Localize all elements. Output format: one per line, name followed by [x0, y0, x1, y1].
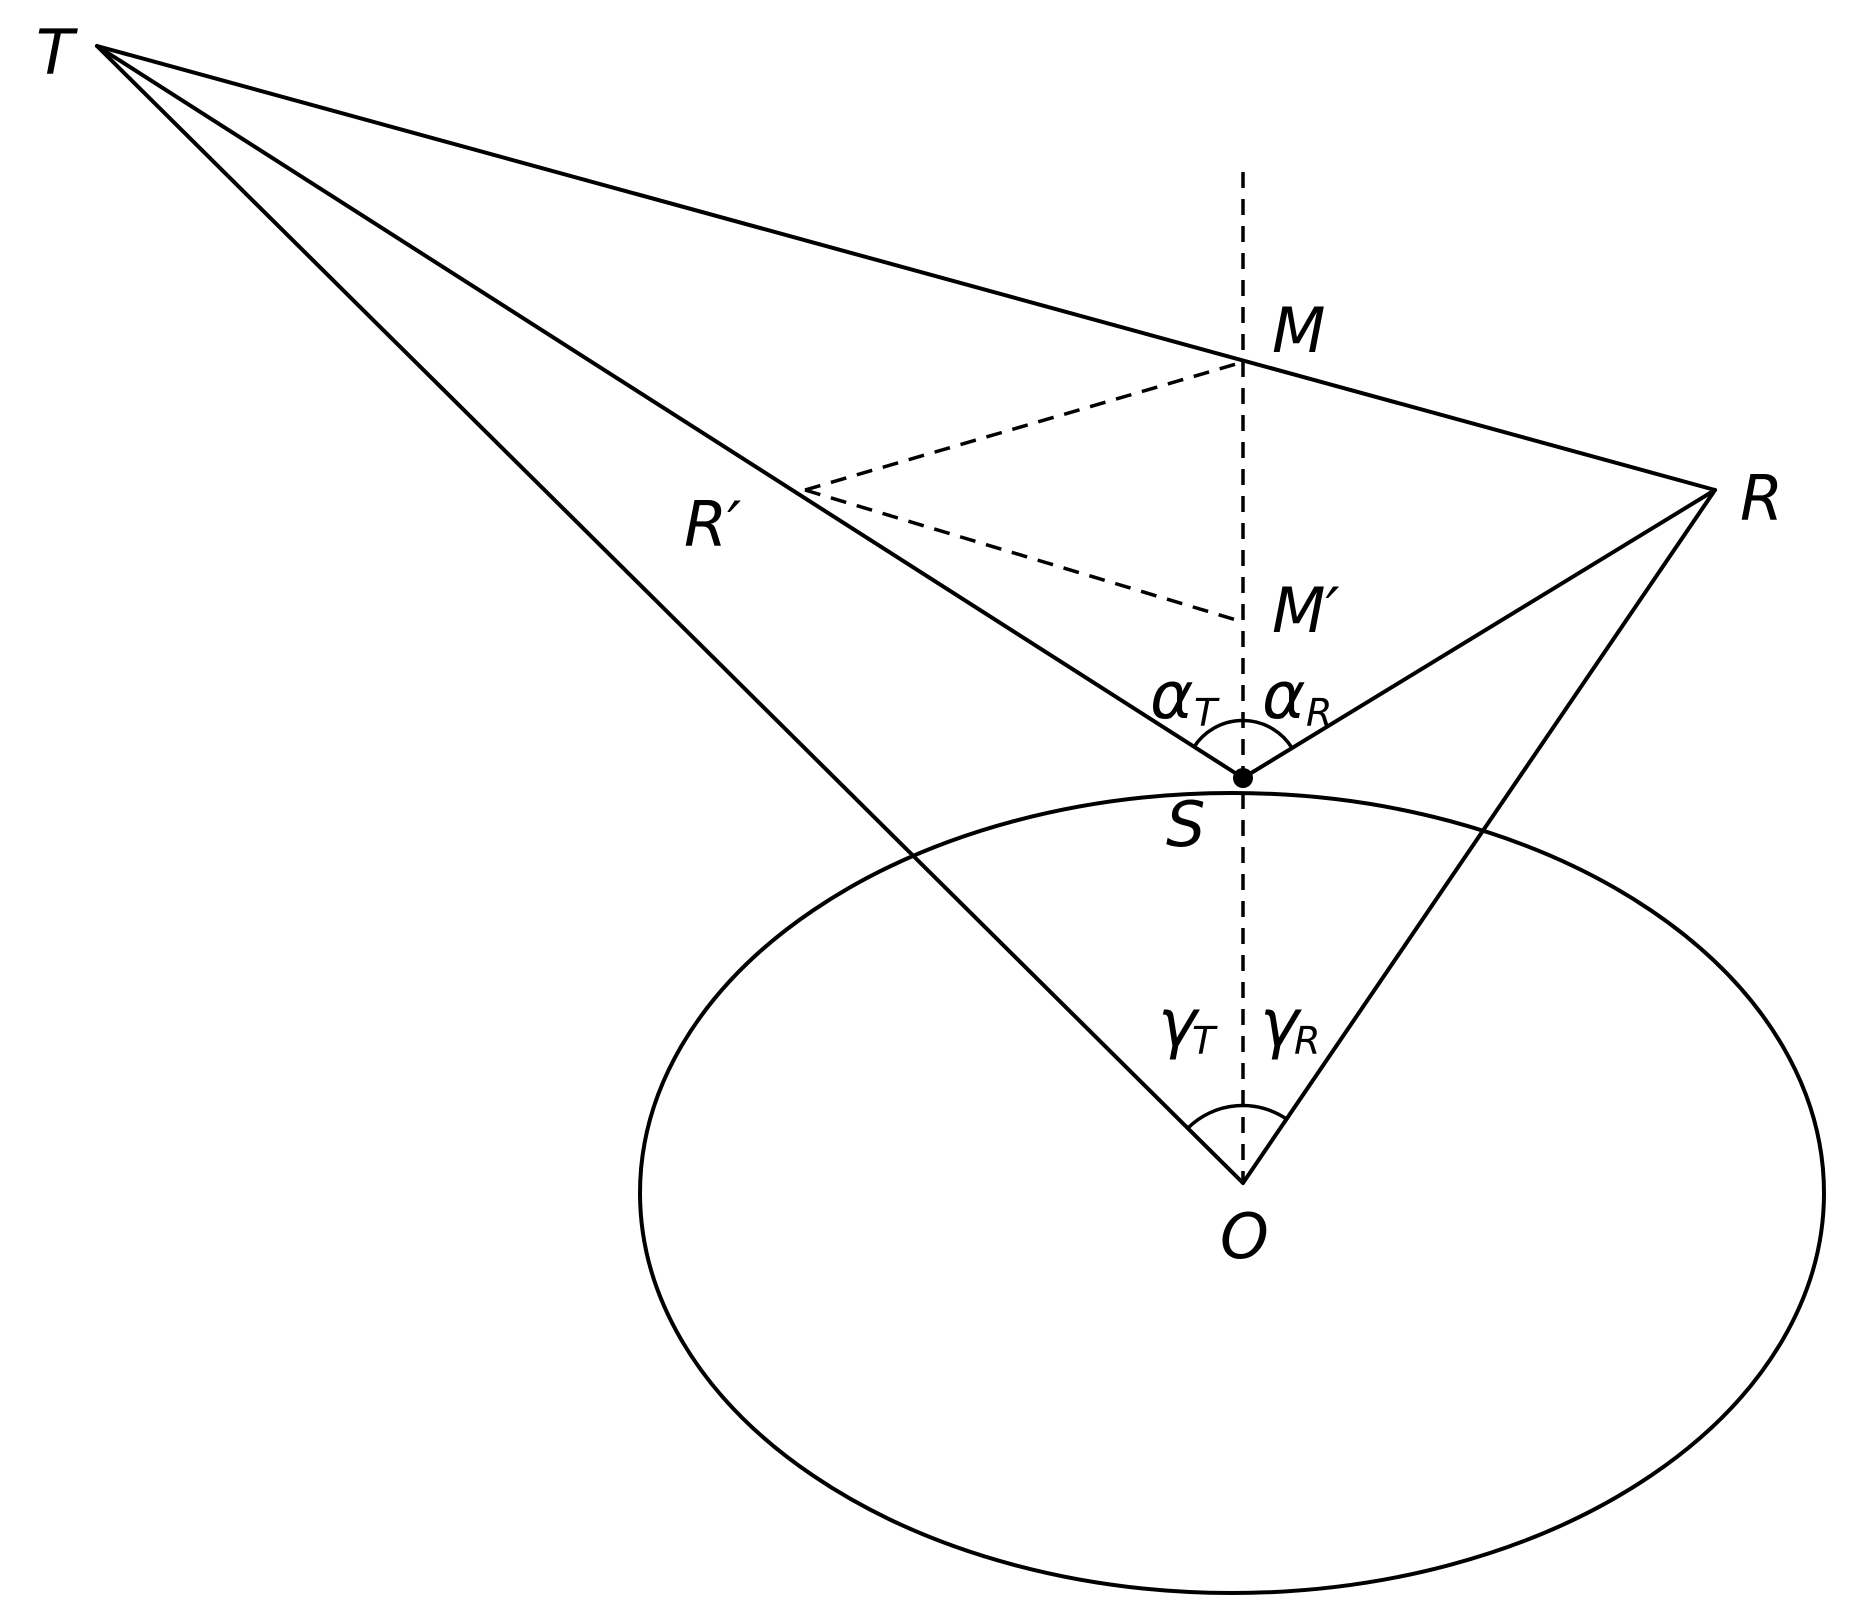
svg-text:α: α [1150, 657, 1194, 734]
svg-text:T: T [1194, 691, 1220, 735]
label-M: M [1272, 294, 1326, 367]
line-T-O [95, 44, 1245, 1185]
alpha-angle-arc [1192, 718, 1294, 749]
label-R-prime: R′ [684, 488, 741, 561]
label-alpha-R: α R [1262, 657, 1332, 735]
svg-text:γ: γ [1260, 985, 1302, 1062]
dashed-R'-M' [804, 488, 1244, 624]
line-T-S [95, 44, 1245, 780]
label-T: T [36, 16, 78, 89]
label-alpha-T: α T [1150, 657, 1220, 735]
dashed-R'-M [804, 360, 1244, 492]
label-gamma-R: γ R [1260, 985, 1320, 1063]
line-R-O [1241, 488, 1717, 1185]
label-R: R [1740, 462, 1783, 535]
svg-text:γ: γ [1158, 985, 1200, 1062]
svg-text:R: R [1306, 691, 1332, 735]
earth-ellipse [638, 791, 1826, 1595]
svg-text:T: T [1192, 1019, 1218, 1063]
line-R-S [1241, 488, 1717, 780]
gamma-angle-arc [1186, 1103, 1290, 1130]
line-T-R [95, 44, 1717, 492]
label-M-prime: M′ [1272, 574, 1340, 647]
label-gamma-T: γ T [1158, 985, 1218, 1063]
label-O: O [1220, 1200, 1269, 1273]
svg-text:R: R [1294, 1019, 1320, 1063]
svg-text:α: α [1262, 657, 1306, 734]
label-S: S [1166, 788, 1205, 861]
specular-point-S [1233, 768, 1253, 788]
